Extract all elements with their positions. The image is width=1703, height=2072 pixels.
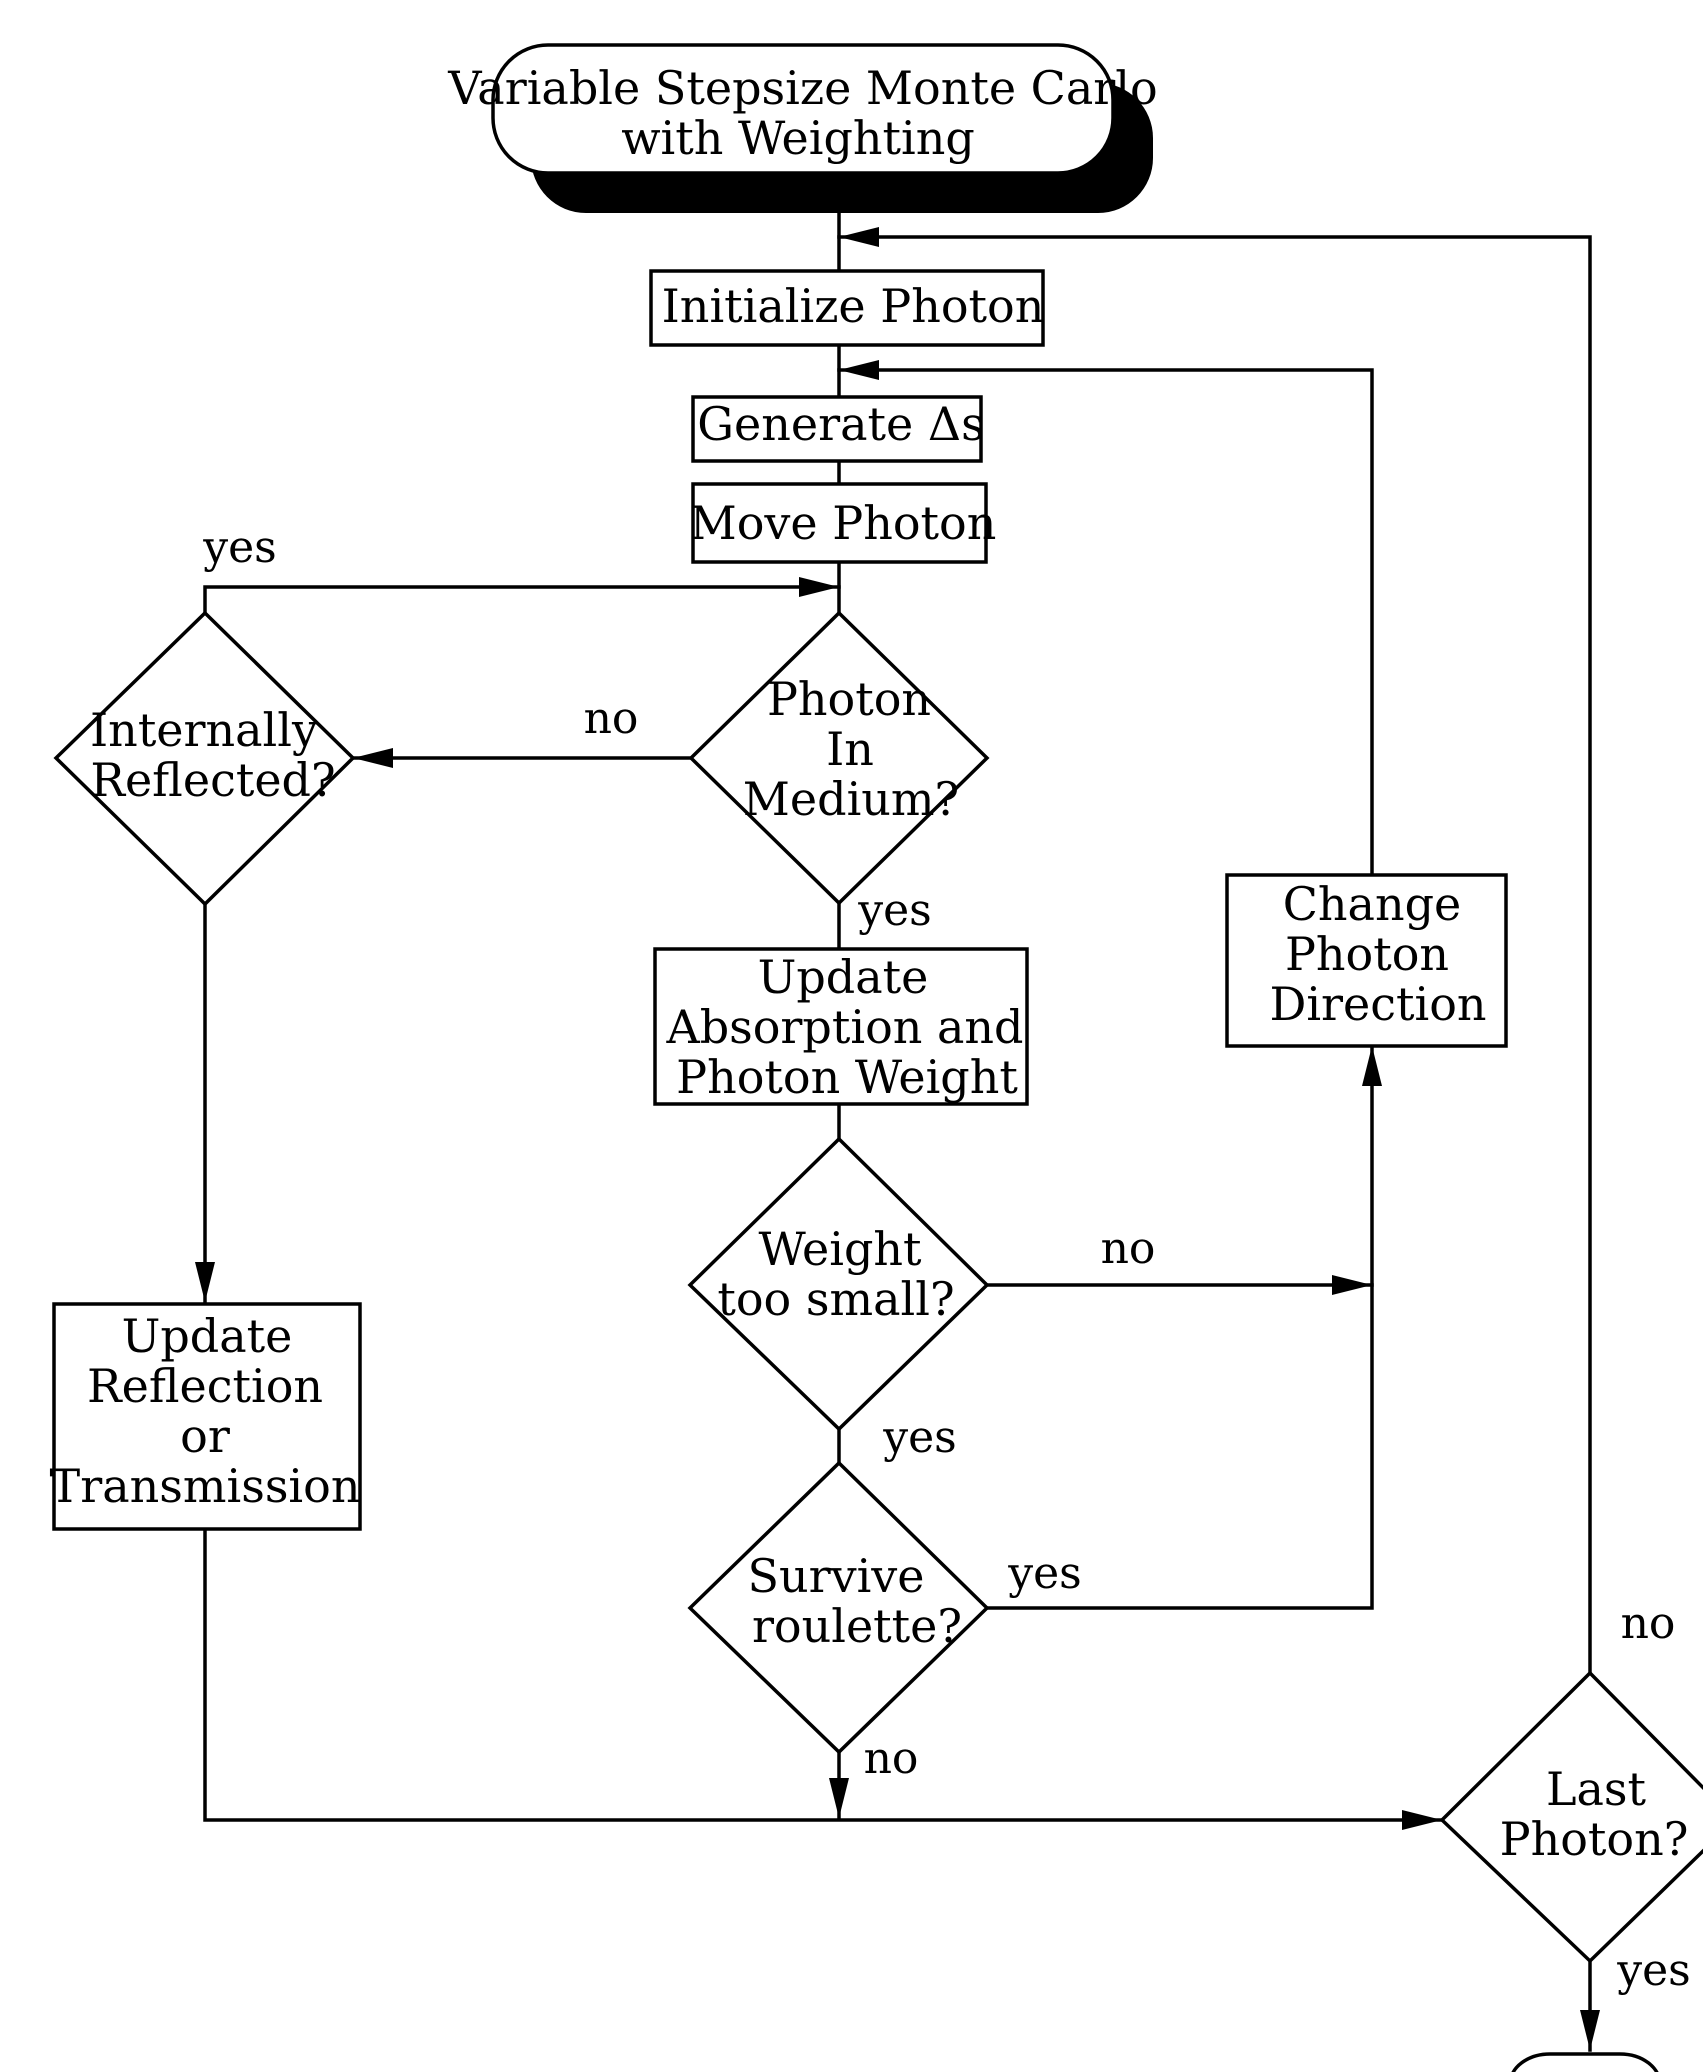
last-photon-line-2: Photon? bbox=[1500, 1812, 1689, 1866]
initialize-photon-label: Initialize Photon bbox=[662, 279, 1045, 333]
change-direction-line-2: Photon bbox=[1285, 927, 1449, 981]
weight-too-small-diamond bbox=[687, 1136, 990, 1432]
photon-in-medium-diamond bbox=[688, 610, 990, 906]
decision-last-photon: Last Photon? bbox=[1439, 1670, 1703, 1964]
update-reflection-line-1: Update bbox=[122, 1309, 293, 1363]
weight-too-small-line-1: Weight bbox=[758, 1222, 922, 1276]
change-direction-line-3: Direction bbox=[1269, 977, 1486, 1031]
decision-survive-roulette: Survive roulette? bbox=[687, 1460, 990, 1755]
label-last-yes: yes bbox=[1616, 1945, 1690, 1996]
end-terminator bbox=[1511, 2052, 1659, 2072]
photon-in-medium-line-3: Medium? bbox=[743, 772, 959, 826]
connectors bbox=[195, 212, 1600, 2052]
label-roulette-no: no bbox=[864, 1733, 919, 1784]
update-absorption-box bbox=[653, 947, 1029, 1106]
arrow-last-photon-no bbox=[837, 227, 1592, 1674]
node-update-absorption: Update Absorption and Photon Weight bbox=[653, 947, 1029, 1106]
arrow-reflected-yes bbox=[203, 577, 841, 615]
update-absorption-line-2: Absorption and bbox=[665, 1000, 1023, 1054]
label-roulette-yes: yes bbox=[1007, 1548, 1081, 1599]
update-reflection-line-3: or bbox=[180, 1409, 230, 1463]
change-direction-line-1: Change bbox=[1283, 877, 1462, 931]
label-in-medium-no: no bbox=[584, 693, 639, 744]
survive-roulette-diamond bbox=[687, 1460, 990, 1755]
label-last-no: no bbox=[1621, 1598, 1676, 1649]
move-photon-box bbox=[691, 482, 988, 564]
photon-in-medium-line-1: Photon bbox=[767, 672, 931, 726]
title-line-2: with Weighting bbox=[621, 111, 975, 165]
generate-ds-box bbox=[691, 395, 983, 463]
survive-roulette-line-1: Survive bbox=[747, 1549, 924, 1603]
internally-reflected-line-1: Internally bbox=[90, 703, 318, 757]
internally-reflected-line-2: Reflected? bbox=[90, 753, 335, 807]
label-in-medium-yes: yes bbox=[857, 885, 931, 936]
last-photon-diamond bbox=[1439, 1670, 1703, 1964]
arrow-change-direction-loop bbox=[837, 360, 1374, 876]
start-terminator-box bbox=[491, 43, 1115, 175]
update-absorption-line-1: Update bbox=[758, 950, 929, 1004]
update-reflection-line-2: Reflection bbox=[87, 1359, 323, 1413]
decision-weight-too-small: Weight too small? bbox=[687, 1136, 990, 1432]
label-weight-no: no bbox=[1101, 1223, 1156, 1274]
decision-internally-reflected: Internally Reflected? bbox=[53, 610, 356, 907]
edge-labels: yes no yes no yes yes no no yes bbox=[202, 522, 1690, 1996]
photon-in-medium-line-2: In bbox=[826, 722, 874, 776]
start-terminator: Variable Stepsize Monte Carlo with Weigh… bbox=[447, 43, 1158, 213]
label-weight-yes: yes bbox=[882, 1412, 956, 1463]
arrow-to-last-photon bbox=[203, 1527, 1444, 1830]
generate-ds-label: Generate Δs bbox=[697, 397, 984, 451]
node-update-reflection: Update Reflection or Transmission bbox=[50, 1302, 362, 1531]
survive-roulette-line-2: roulette? bbox=[752, 1599, 962, 1653]
end-terminator-box bbox=[1511, 2052, 1659, 2072]
move-photon-label: Move Photon bbox=[690, 496, 997, 550]
update-reflection-line-4: Transmission bbox=[50, 1459, 361, 1513]
update-reflection-box bbox=[52, 1302, 362, 1531]
node-generate-ds: Generate Δs bbox=[691, 395, 985, 463]
node-move-photon: Move Photon bbox=[690, 482, 997, 564]
weight-too-small-line-2: too small? bbox=[717, 1272, 954, 1326]
last-photon-line-1: Last bbox=[1546, 1762, 1647, 1816]
internally-reflected-diamond bbox=[53, 610, 356, 907]
arrow-roulette-yes bbox=[984, 1044, 1382, 1610]
node-initialize-photon: Initialize Photon bbox=[649, 269, 1045, 347]
label-reflected-yes: yes bbox=[202, 522, 276, 573]
node-change-direction: Change Photon Direction bbox=[1225, 873, 1508, 1048]
decision-photon-in-medium: Photon In Medium? bbox=[688, 610, 990, 906]
initialize-photon-box bbox=[649, 269, 1045, 347]
update-absorption-line-3: Photon Weight bbox=[676, 1050, 1018, 1104]
title-line-1: Variable Stepsize Monte Carlo bbox=[447, 61, 1157, 115]
change-direction-box bbox=[1225, 873, 1508, 1048]
